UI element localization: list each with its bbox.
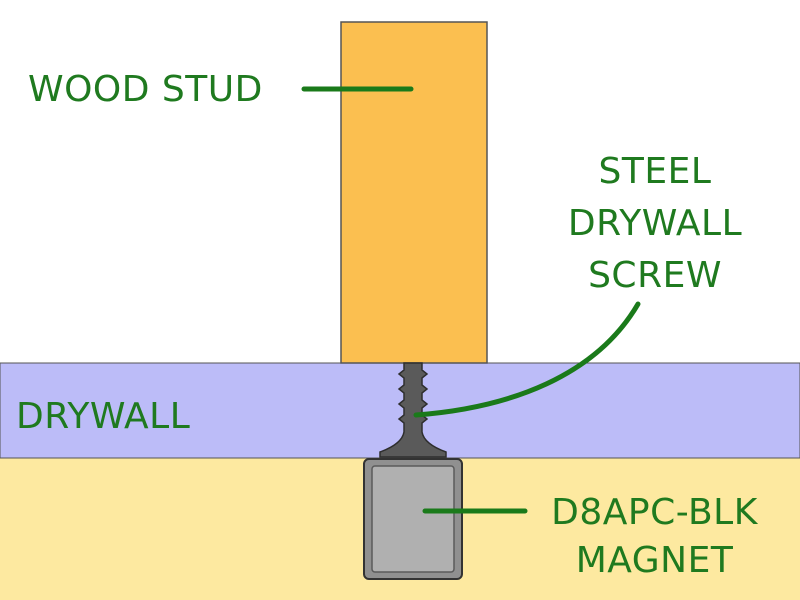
magnet-label-line-1: D8APC-BLK <box>551 492 758 533</box>
wood-stud-shape <box>340 21 488 364</box>
magnet-label: D8APC-BLK MAGNET <box>532 493 777 581</box>
screw-label-line-3: SCREW <box>588 255 722 296</box>
screw-label: STEEL DRYWALL SCREW <box>550 152 760 296</box>
screw-label-line-2: DRYWALL <box>567 203 743 244</box>
screw-label-line-1: STEEL <box>598 151 712 192</box>
d8apc-blk-magnet <box>363 458 463 580</box>
steel-drywall-screw <box>379 362 447 458</box>
wood-stud-label: WOOD STUD <box>28 69 263 110</box>
screw-leader-line <box>413 301 641 418</box>
drywall-label: DRYWALL <box>16 396 191 437</box>
magnet-label-line-2: MAGNET <box>575 540 734 581</box>
